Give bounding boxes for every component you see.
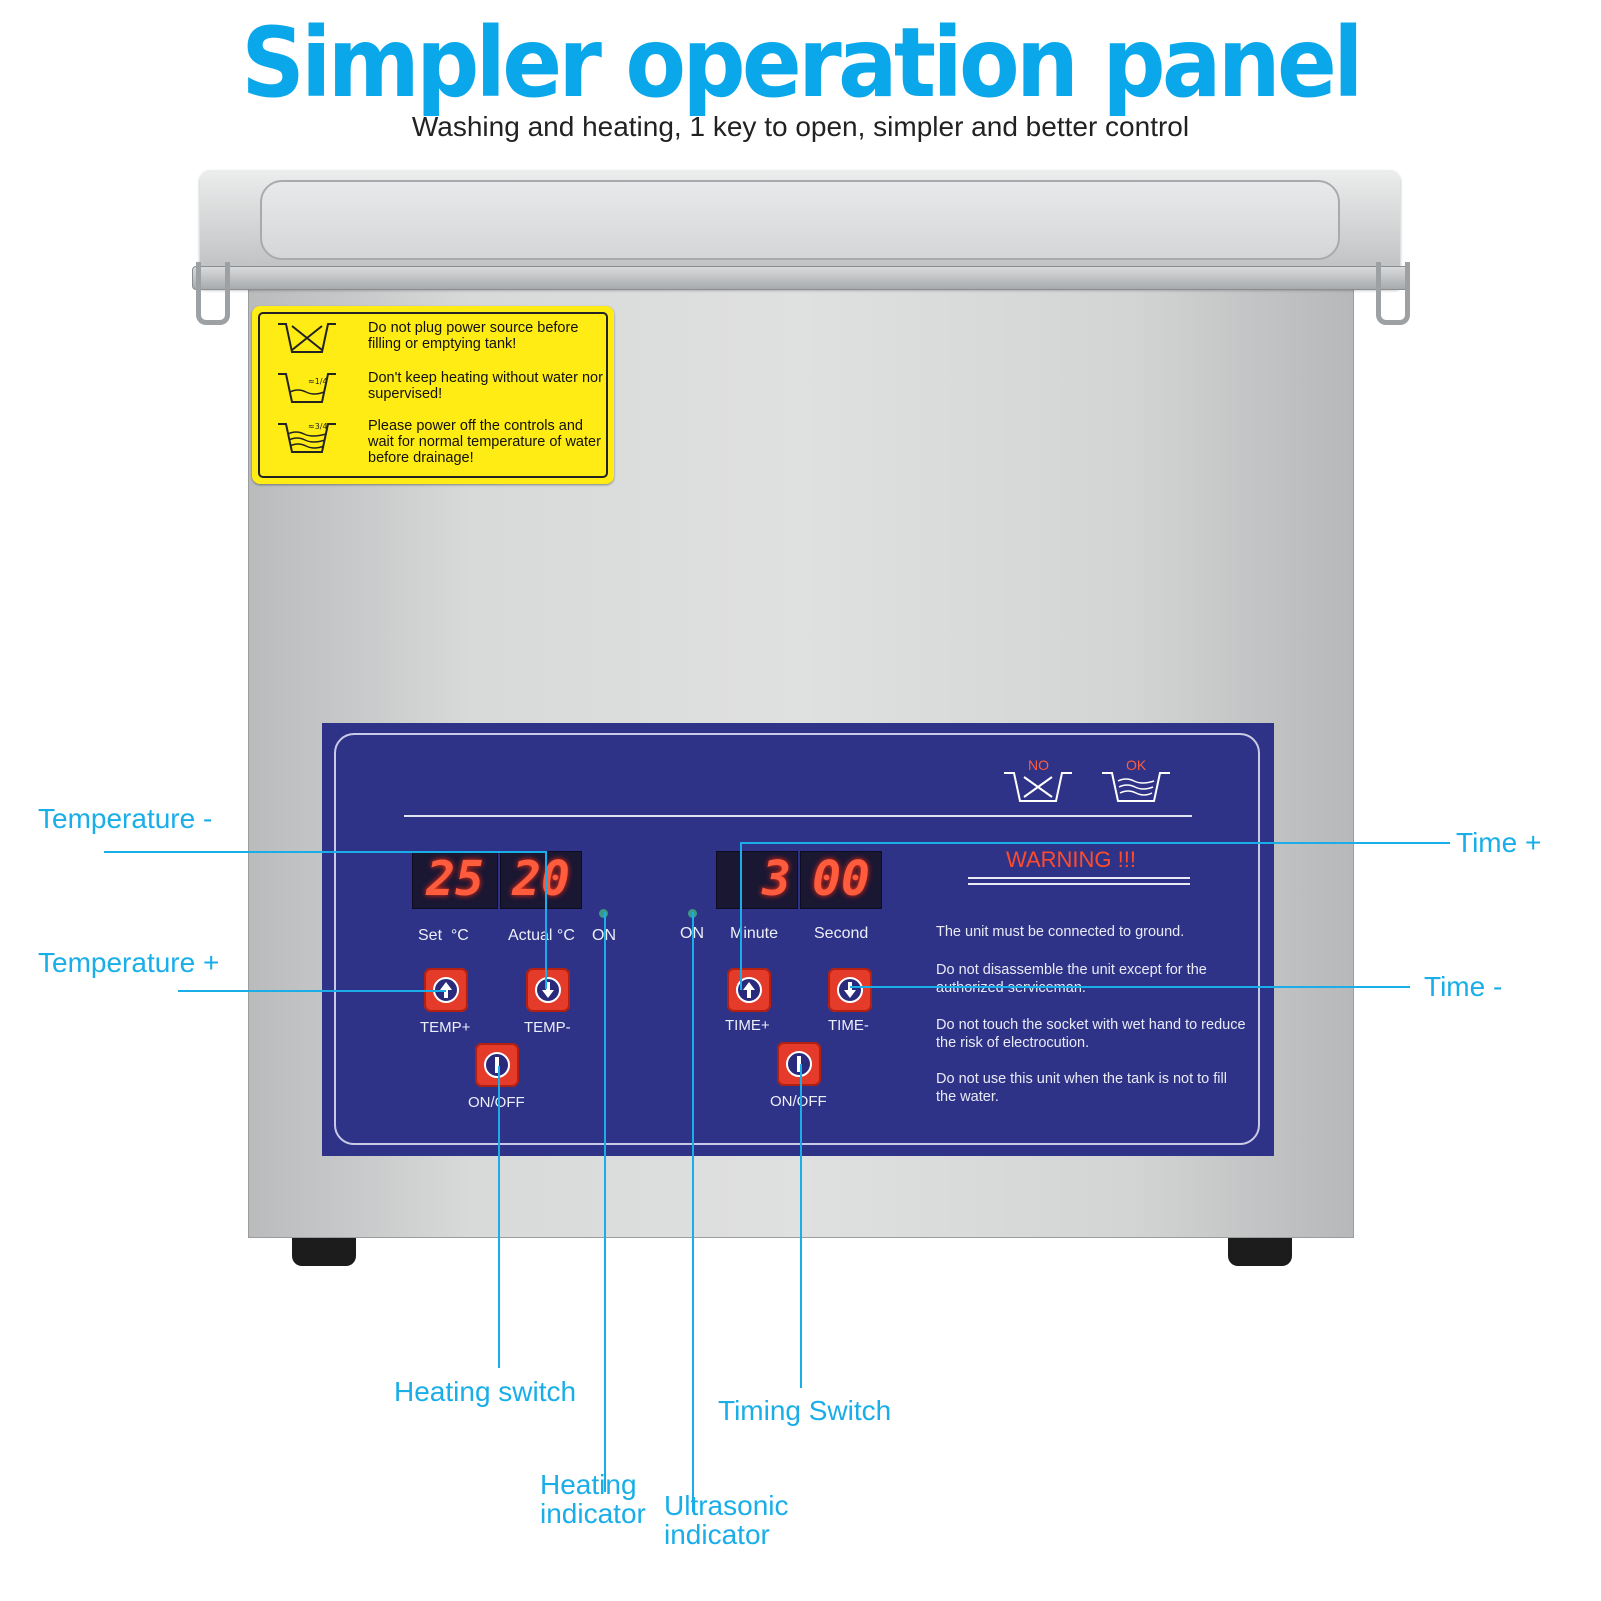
temp-plus-label: TEMP+ [420,1019,471,1036]
no-water-icon: NO [1004,757,1072,802]
temp-minus-button[interactable] [526,968,570,1012]
heating-onoff-button[interactable] [475,1043,519,1087]
lid-lip [192,266,1410,290]
callout-temperature-minus: Temperature - [38,803,213,834]
sticker-frame [258,312,608,478]
minute-label: Minute [730,925,779,942]
minute-display: 3 [716,851,798,909]
warning-title: WARNING !!! [1006,847,1136,872]
heating-onoff-label: ON/OFF [468,1094,525,1111]
power-icon [495,1057,499,1073]
left-foot [292,1238,356,1266]
warning-sticker: ≈1/4 ≈3/4 Do not plug power source befor… [252,306,614,484]
leader-heating-indicator [604,912,606,1492]
callout-temperature-plus: Temperature + [38,947,220,978]
callout-time-minus: Time - [1424,971,1503,1002]
page-subtitle: Washing and heating, 1 key to open, simp… [411,111,1190,142]
quarter-level-label: ≈1/4 [308,377,328,386]
callout-ultrasonic-indicator-line1: Ultrasonic [664,1490,789,1521]
page-title: Simpler operation panel [241,7,1363,119]
leader-time-minus [850,986,1410,988]
timer-onoff-button[interactable] [777,1042,821,1086]
timer-onoff-label: ON/OFF [770,1093,827,1110]
callout-heating-indicator-line1: Heating [540,1469,637,1500]
arrow-up-icon [440,982,452,998]
callout-time-plus: Time + [1456,827,1542,858]
callout-ultrasonic-indicator: Ultrasonic indicator [664,1491,788,1549]
time-plus-label: TIME+ [725,1017,770,1034]
no-label: NO [1028,757,1049,773]
set-temp-label: Set °C [418,927,469,944]
tank-lid [192,170,1410,290]
warning-rule-1 [968,877,1190,879]
leader-temp-plus [178,990,446,992]
time-minus-label: TIME- [828,1017,869,1034]
heating-indicator-led [599,909,608,918]
arrow-down-icon [844,982,856,998]
lid-recess [260,180,1340,260]
panel-frame [334,733,1260,1145]
ok-label: OK [1126,757,1147,773]
sticker-warning-2: Don't keep heating without water nor sup… [368,370,603,402]
callout-ultrasonic-indicator-line2: indicator [664,1519,770,1550]
control-panel: NO OK 25 20 Set °C Actual °C ON ON 3 00 … [322,723,1274,1156]
actual-temp-display: 20 [500,851,582,909]
empty-tank-no-icon [278,323,336,353]
left-handle [196,262,230,325]
leader-time-plus-v [740,842,742,990]
temp-minus-label: TEMP- [524,1019,571,1036]
arrow-up-icon [743,982,755,998]
sticker-warning-3: Please power off the controls and wait f… [368,418,601,466]
warning-line-4: Do not use this unit when the tank is no… [936,1071,1227,1105]
right-handle [1376,262,1410,325]
warning-line-3: Do not touch the socket with wet hand to… [936,1017,1246,1051]
right-foot [1228,1238,1292,1266]
arrow-down-icon [542,982,554,998]
set-temp-display: 25 [412,851,498,909]
leader-ultrasonic-indicator [692,912,694,1512]
time-plus-button[interactable] [727,968,771,1012]
leader-temp-minus-v [545,851,547,989]
leader-temp-minus-h [104,851,546,853]
leader-timing-switch [800,1064,802,1388]
three-quarter-water-icon: ≈3/4 [278,422,336,453]
leader-heating-switch [498,1066,500,1368]
leader-time-plus-h [740,842,1450,844]
callout-timing-switch: Timing Switch [718,1395,892,1426]
power-icon [797,1056,801,1072]
three-quarter-level-label: ≈3/4 [308,422,328,431]
callout-heating-indicator-line2: indicator [540,1498,646,1529]
panel-divider [404,815,1192,817]
warning-line-2: Do not disassemble the unit except for t… [936,962,1207,996]
callout-heating-switch: Heating switch [394,1376,577,1407]
second-label: Second [814,925,869,942]
second-display: 00 [800,851,882,909]
callout-heating-indicator: Heating indicator [540,1470,646,1528]
warning-rule-2 [968,883,1190,885]
sticker-warning-1: Do not plug power source before filling … [368,320,579,352]
ok-water-icon: OK [1102,757,1170,802]
time-minus-button[interactable] [828,968,872,1012]
actual-temp-label: Actual °C [508,927,575,944]
quarter-water-icon: ≈1/4 [278,373,336,403]
warning-line-1: The unit must be connected to ground. [936,924,1185,940]
